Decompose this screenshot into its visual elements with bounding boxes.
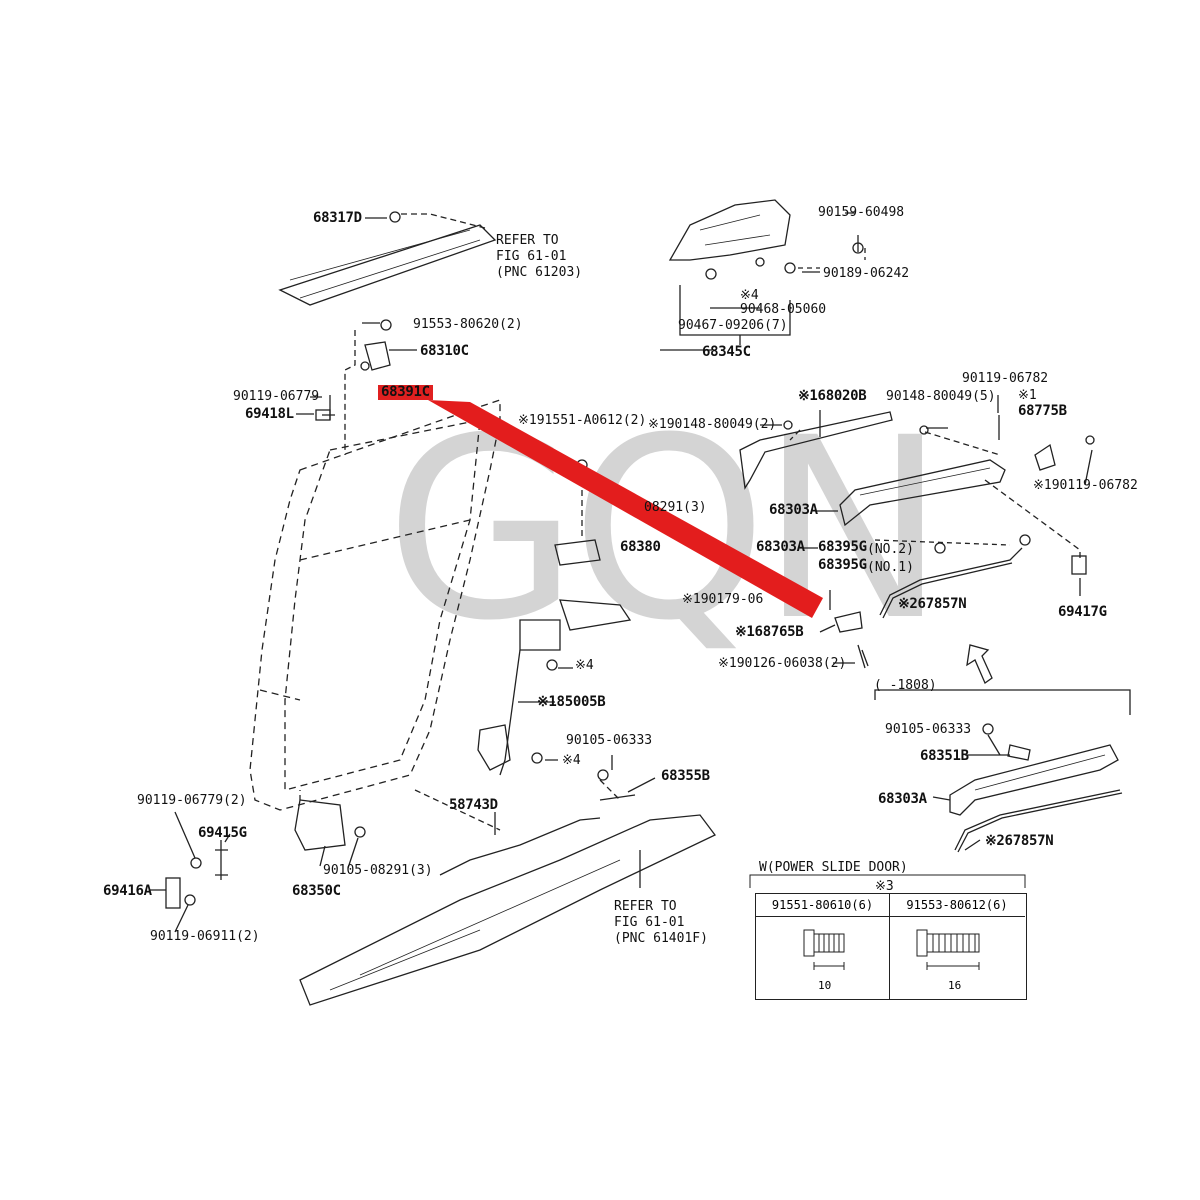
label-91553-80620: 91553-80620(2) — [413, 317, 523, 332]
label-08291: 08291(3) — [644, 500, 707, 515]
label-90105-08291: 90105-08291(3) — [323, 863, 433, 878]
label-68395G-no2: (NO.2) — [867, 542, 914, 557]
note-mark-4-middle: ※4 — [575, 658, 594, 673]
refer-note-b-line3: (PNC 61401F) — [614, 931, 708, 946]
label-168765B: ※168765B — [735, 624, 804, 640]
bolt-table-col1: 91551-80610(6) 10 — [756, 894, 890, 999]
label-68775B: 68775B — [1018, 403, 1067, 419]
label-90189-06242: 90189-06242 — [823, 266, 910, 281]
label-69415G: 69415G — [198, 825, 247, 841]
bolt-table-col1-header: 91551-80610(6) — [756, 894, 889, 917]
table-title: W(POWER SLIDE DOOR) — [759, 860, 908, 875]
label-90148-80049-5: 90148-80049(5) — [886, 389, 996, 404]
label-90105-06333-b: 90105-06333 — [885, 722, 972, 737]
label-190148-80049: ※190148-80049(2) — [648, 417, 777, 432]
note-mark-4-top: ※4 — [740, 288, 759, 303]
refer-note-a-line3: (PNC 61203) — [496, 265, 583, 280]
label-90119-06911: 90119-06911(2) — [150, 929, 260, 944]
label-58743D: 58743D — [449, 797, 498, 813]
bolt-table-col2-header: 91553-80612(6) — [889, 894, 1025, 917]
bolt-table-col2: 91553-80612(6) 16 — [889, 894, 1025, 999]
label-68303A-2: 68303A — [756, 539, 805, 555]
label-168020B: ※168020B — [798, 388, 867, 404]
label-68395G-1: 68395G — [818, 539, 867, 555]
label-90119-06779-2: 90119-06779(2) — [137, 793, 247, 808]
label-68303A-1: 68303A — [769, 502, 818, 518]
label-190179: ※190179-06 — [682, 592, 764, 607]
label-68345C: 68345C — [702, 344, 751, 360]
label-68395G-2: 68395G — [818, 557, 867, 573]
refer-note-a-line1: REFER TO — [496, 233, 559, 248]
bolt-table: 91551-80610(6) 10 91553-80612(6) 16 — [755, 893, 1027, 1000]
bolt-dim-2: 16 — [948, 979, 962, 992]
label-90119-06782-top: 90119-06782 — [962, 371, 1049, 386]
label-267857N: ※267857N — [898, 596, 967, 612]
label-68351B: 68351B — [920, 748, 969, 764]
label-90467-09206: 90467-09206(7) — [678, 318, 788, 333]
label-190126-06038: ※190126-06038(2) — [718, 656, 847, 671]
label-69418L: 69418L — [245, 406, 294, 422]
bolt-dim-1: 10 — [818, 979, 832, 992]
label-90119-06779: 90119-06779 — [233, 389, 320, 404]
label-69417G: 69417G — [1058, 604, 1107, 620]
refer-note-a-line2: FIG 61-01 — [496, 249, 567, 264]
label-69416A: 69416A — [103, 883, 152, 899]
label-68303A-3: 68303A — [878, 791, 927, 807]
refer-note-b-line1: REFER TO — [614, 899, 677, 914]
label-range: ( -1808) — [874, 678, 937, 693]
label-68350C: 68350C — [292, 883, 341, 899]
bolt-icon-2 — [916, 929, 980, 970]
label-191551-A0612: ※191551-A0612(2) — [518, 413, 647, 428]
bolt-icon-1 — [803, 929, 845, 970]
label-68317D: 68317D — [313, 210, 362, 226]
label-190119-06782: ※190119-06782 — [1033, 478, 1138, 493]
label-68391C-highlighted: 68391C — [378, 385, 433, 400]
label-68355B: 68355B — [661, 768, 710, 784]
label-68310C: 68310C — [420, 343, 469, 359]
label-90159-60498: 90159-60498 — [818, 205, 905, 220]
label-68380: 68380 — [620, 539, 661, 555]
label-90468-05060: 90468-05060 — [740, 302, 827, 317]
label-68395G-no1: (NO.1) — [867, 560, 914, 575]
refer-note-b-line2: FIG 61-01 — [614, 915, 685, 930]
table-note: ※3 — [875, 879, 894, 894]
label-90105-06333-a: 90105-06333 — [566, 733, 653, 748]
label-267857N-2: ※267857N — [985, 833, 1054, 849]
note-mark-1: ※1 — [1018, 388, 1037, 403]
note-mark-4-lower: ※4 — [562, 753, 581, 768]
label-185005B: ※185005B — [537, 694, 606, 710]
